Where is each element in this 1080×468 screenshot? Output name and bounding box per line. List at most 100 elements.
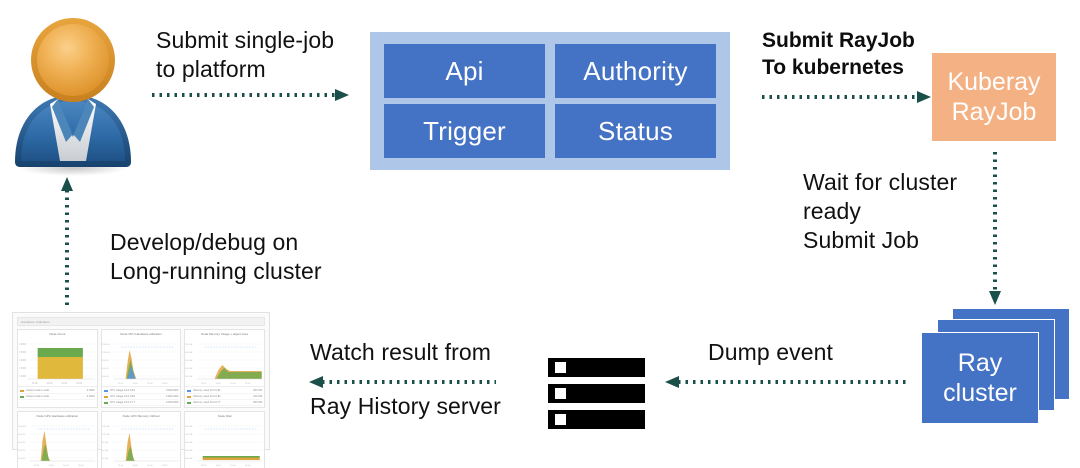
svg-text:12:00: 12:00 [32, 382, 39, 385]
svg-text:30 GB: 30 GB [102, 458, 109, 460]
legend-label: CPU Usage 10.0.0.82 [109, 395, 135, 398]
label-dump-event: Dump event [708, 339, 834, 365]
legend-value: 620 GB [253, 389, 262, 392]
arrow-historyserver-to-dashboard [308, 375, 498, 389]
legend-value: 610 GB [253, 395, 262, 398]
dashboard-panel-title: Node CPU Hardware utilization [120, 332, 162, 336]
svg-text:1.5000: 1.5000 [19, 367, 27, 370]
dashboard-panel-title: Node Memory Usage + object store [201, 332, 249, 336]
ray-history-dashboard-screenshot[interactable]: Hardware Utilization Node Count [12, 312, 270, 468]
svg-text:90 GB: 90 GB [102, 442, 109, 444]
legend-value: 1300.0000 [166, 395, 179, 398]
legend-label: CPU Usage 10.0.0.81 [109, 389, 135, 392]
legend-swatch [187, 395, 192, 398]
svg-text:500 GB: 500 GB [185, 360, 193, 362]
svg-text:700 GB: 700 GB [185, 434, 193, 436]
legend-row: cluster-node-1.node 3.0000 [20, 388, 95, 394]
platform-tile-authority[interactable]: Authority [555, 44, 716, 98]
svg-text:150 GB: 150 GB [102, 426, 110, 428]
svg-text:18:00: 18:00 [245, 383, 251, 385]
svg-text:60.00%: 60.00% [18, 442, 25, 444]
svg-text:12:00: 12:00 [117, 465, 123, 467]
svg-text:18:00: 18:00 [162, 383, 168, 385]
svg-text:300.00: 300.00 [102, 376, 109, 378]
arrow-platform-to-kuberay [760, 90, 932, 104]
svg-text:100.00%: 100.00% [18, 426, 27, 428]
svg-text:18:00: 18:00 [162, 465, 168, 467]
svg-text:14:00: 14:00 [216, 383, 222, 385]
legend-swatch [187, 401, 192, 404]
svg-text:400 GB: 400 GB [185, 368, 193, 370]
label-wait-for-cluster: Wait for cluster ready Submit Job [803, 169, 958, 253]
platform-tile-trigger[interactable]: Trigger [384, 104, 545, 158]
svg-text:60 GB: 60 GB [102, 450, 109, 452]
dashboard-panel[interactable]: Node GPU Memory Utilized 150 G [100, 411, 182, 468]
arrow-raycluster-to-historyserver [664, 375, 910, 389]
dashboard-panel[interactable]: Node GPU Hardware utilization [17, 411, 98, 468]
legend-swatch [103, 395, 108, 398]
kuberay-rayjob-box[interactable]: Kuberay RayJob [932, 53, 1056, 141]
svg-text:12:00: 12:00 [117, 383, 123, 385]
arrow-dashboard-to-user [60, 176, 74, 308]
svg-text:80.00%: 80.00% [18, 434, 25, 436]
label-submit-rayjob: Submit RayJob To kubernetes [762, 29, 915, 79]
svg-text:14:00: 14:00 [216, 465, 222, 467]
job-platform-container: Api Authority Trigger Status [370, 32, 730, 170]
legend-row: Memory used 10.0.0.77 600 GB [187, 400, 262, 406]
kuberay-line-1: Kuberay [947, 68, 1041, 96]
svg-text:20.00%: 20.00% [18, 458, 25, 460]
dashboard-panel[interactable]: Node Memory Usage + object store [184, 329, 265, 408]
svg-text:1200.00: 1200.00 [102, 352, 111, 354]
platform-tile-status[interactable]: Status [555, 104, 716, 158]
legend-swatch [103, 389, 108, 392]
server-led-2 [555, 388, 566, 399]
platform-tile-api[interactable]: Api [384, 44, 545, 98]
svg-text:800 GB: 800 GB [185, 426, 193, 428]
ray-cluster-stack: Ray cluster [918, 308, 1078, 448]
label-develop-debug: Develop/debug on Long-running cluster [110, 229, 322, 284]
dashboard-panel[interactable]: Node CPU Hardware utilization [100, 329, 182, 408]
legend-swatch [20, 395, 24, 398]
svg-text:2.5000: 2.5000 [19, 351, 27, 354]
server-bar-3 [548, 410, 645, 429]
legend-row: CPU Usage 10.0.0.81 1500.0000 [103, 388, 179, 394]
dashboard-header-title: Hardware Utilization [21, 319, 50, 324]
svg-text:16:00: 16:00 [231, 465, 237, 467]
svg-text:18:00: 18:00 [245, 465, 251, 467]
legend-row: Memory used 10.0.0.82 610 GB [187, 394, 262, 400]
svg-text:3.0000: 3.0000 [19, 343, 27, 346]
ray-history-server-icon [548, 358, 645, 430]
kuberay-line-2: RayJob [951, 98, 1037, 126]
legend-value: 3.0000 [86, 389, 95, 392]
dashboard-panel-title: Node GPU Memory Utilized [122, 414, 160, 418]
svg-text:300 GB: 300 GB [185, 376, 193, 378]
legend-value: 2.0000 [86, 395, 95, 398]
server-bar-1 [548, 358, 645, 377]
svg-text:12:00: 12:00 [201, 383, 207, 385]
svg-text:600 GB: 600 GB [185, 352, 193, 354]
legend-row: cluster-node-2.node 2.0000 [20, 394, 95, 400]
user-avatar [8, 12, 138, 177]
legend-label: Memory used 10.0.0.81 [193, 389, 221, 392]
svg-text:2.0000: 2.0000 [19, 359, 27, 362]
legend-label: cluster-node-1.node [26, 389, 50, 392]
legend-label: cluster-node-2.node [26, 395, 50, 398]
svg-text:16:00: 16:00 [231, 383, 237, 385]
svg-text:14:00: 14:00 [132, 383, 138, 385]
svg-text:900.00: 900.00 [102, 360, 109, 362]
dashboard-panel-title: Node Count [49, 332, 66, 336]
svg-text:1500.00: 1500.00 [102, 344, 111, 346]
arrow-user-to-platform [150, 88, 350, 102]
svg-text:120 GB: 120 GB [102, 434, 110, 436]
ray-cluster-card-front[interactable]: Ray cluster [921, 332, 1039, 424]
dashboard-panel-legend: Memory used 10.0.0.81 620 GB Memory used… [185, 386, 264, 407]
legend-row: CPU Usage 10.0.0.82 1300.0000 [103, 394, 179, 400]
user-person-icon [15, 18, 131, 176]
